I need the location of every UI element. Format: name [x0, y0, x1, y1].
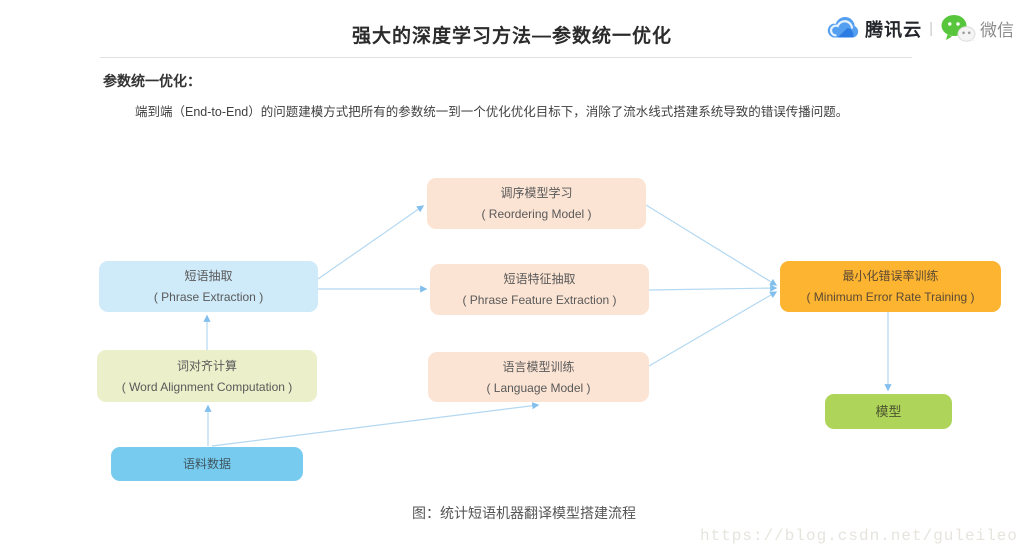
- node-reordering-model: 调序模型学习 ( Reordering Model ): [427, 178, 646, 229]
- edge-phrase-to-reordering: [317, 205, 425, 280]
- wechat-icon: [940, 14, 976, 43]
- node-corpus-title: 语料数据: [182, 457, 231, 471]
- node-language-subtitle: ( Language Model ): [486, 380, 591, 395]
- section-paragraph: 端到端（End-to-End）的问题建模方式把所有的参数统一到一个优化优化目标下…: [135, 105, 849, 119]
- edge-reordering-to-mert: [645, 204, 778, 286]
- node-mert-title: 最小化错误率训练: [842, 269, 939, 283]
- node-language-model: 语言模型训练 ( Language Model ): [428, 352, 649, 402]
- edge-language-to-mert: [648, 291, 778, 367]
- header-divider: [100, 57, 912, 58]
- figure-caption: 图：统计短语机器翻译模型搭建流程: [412, 505, 636, 521]
- node-reordering-subtitle: ( Reordering Model ): [481, 207, 592, 221]
- tencent-cloud-icon: [824, 15, 860, 42]
- node-phrase-title: 短语抽取: [184, 269, 233, 283]
- node-phrase-extraction: 短语抽取 ( Phrase Extraction ): [99, 261, 318, 312]
- node-mert-subtitle: ( Minimum Error Rate Training ): [806, 290, 975, 304]
- node-feature-subtitle: ( Phrase Feature Extraction ): [462, 293, 617, 307]
- node-corpus-data: 语料数据: [111, 447, 303, 481]
- node-minimum-error-rate-training: 最小化错误率训练 ( Minimum Error Rate Training ): [780, 261, 1001, 312]
- edge-corpus-to-language: [211, 402, 540, 447]
- node-model: 模型: [825, 394, 952, 429]
- node-word-alignment-computation: 词对齐计算 ( Word Alignment Computation ): [97, 350, 317, 402]
- node-model-title: 模型: [875, 404, 902, 419]
- brand-separator: |: [929, 20, 933, 37]
- section-heading: 参数统一优化：: [103, 73, 201, 89]
- node-alignment-title: 词对齐计算: [176, 358, 237, 373]
- node-reordering-title: 调序模型学习: [500, 186, 573, 200]
- edge-feature-to-mert: [648, 284, 778, 292]
- node-language-title: 语言模型训练: [502, 359, 575, 374]
- brand-area: 腾讯云 | 微信: [824, 14, 1014, 43]
- node-alignment-subtitle: ( Word Alignment Computation ): [121, 379, 293, 394]
- node-phrase-subtitle: ( Phrase Extraction ): [153, 290, 264, 304]
- wechat-label: 微信: [980, 21, 1014, 40]
- tencent-cloud-label: 腾讯云: [865, 19, 923, 40]
- node-phrase-feature-extraction: 短语特征抽取 ( Phrase Feature Extraction ): [430, 264, 649, 315]
- node-feature-title: 短语特征抽取: [503, 272, 576, 286]
- watermark-url: https://blog.csdn.net/guleileo: [699, 527, 1018, 545]
- page-title: 强大的深度学习方法—参数统一优化: [351, 26, 672, 47]
